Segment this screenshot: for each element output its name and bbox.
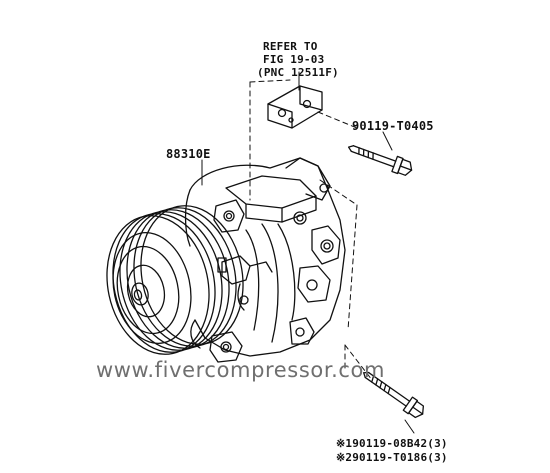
mount-bolt	[363, 371, 425, 419]
part-label-mount-bolt-2: ※290119-T0186(3)	[336, 451, 448, 464]
part-label-mount-bolt-1: ※190119-08B42(3)	[336, 437, 448, 450]
bracket-bolt	[347, 145, 413, 176]
part-label-compressor: 88310E	[166, 147, 211, 161]
bracket-plate	[267, 85, 323, 129]
refer-note-line2: FIG 19-03	[263, 53, 325, 66]
leader-lines	[201, 71, 415, 434]
refer-note-line3: (PNC 12511F)	[257, 66, 339, 79]
dashed-guide-lines	[249, 79, 373, 381]
compressor-body	[184, 157, 346, 363]
part-label-bracket-bolt: 90119-T0405	[352, 119, 434, 133]
pulley-clutch	[106, 205, 244, 355]
watermark-text: www.fivercompressor.com	[96, 358, 386, 382]
refer-note-line1: REFER TO	[263, 40, 318, 53]
